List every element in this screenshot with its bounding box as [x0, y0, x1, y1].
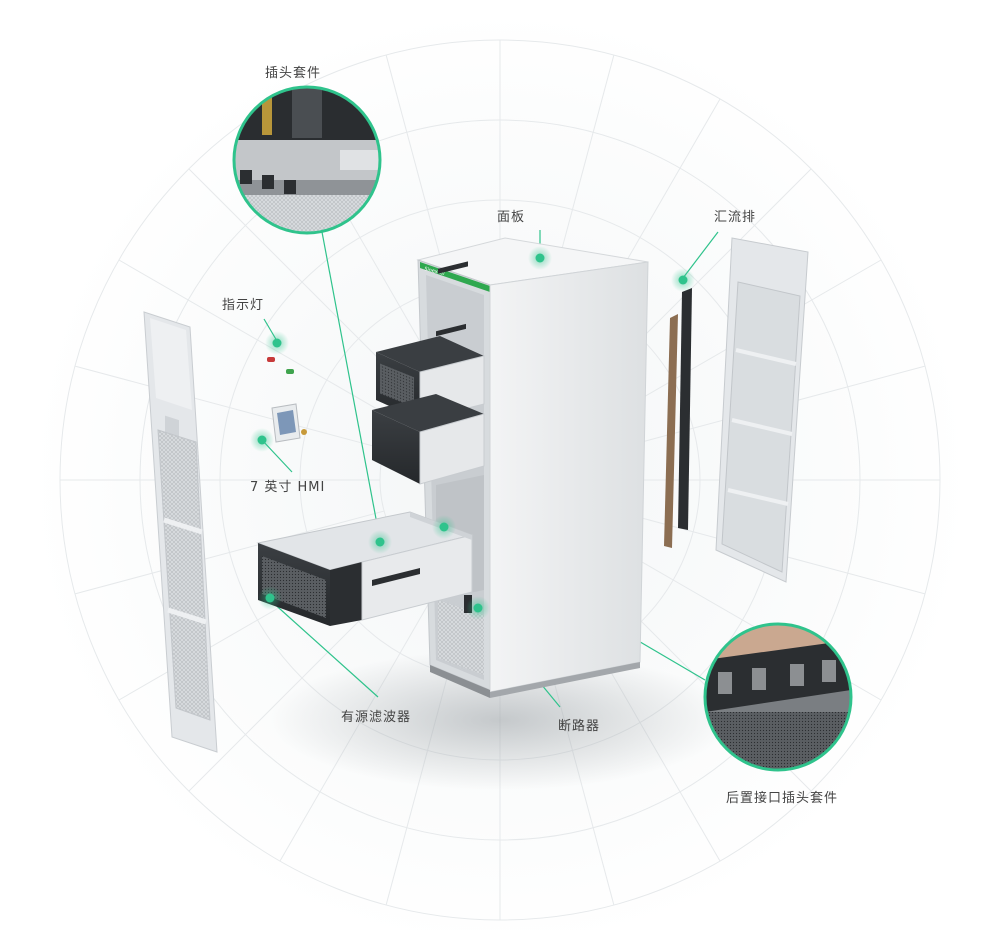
hotspot-panel — [528, 246, 552, 270]
label-breaker: 断路器 — [558, 719, 601, 734]
hotspot-indicator — [265, 331, 289, 355]
grid-ray — [74, 365, 385, 450]
hotspot-rear-plug — [432, 515, 456, 539]
copper-busbars — [664, 288, 692, 548]
grid-ray — [118, 259, 397, 421]
hotspot-busbar — [671, 268, 695, 292]
hotspot-apf — [258, 586, 282, 610]
zoom-bubble-plug-kit — [232, 85, 382, 235]
indicator-lights — [267, 357, 294, 374]
hotspot-hmi — [250, 428, 274, 452]
label-plug-kit: 插头套件 — [265, 66, 322, 81]
label-apf: 有源滤波器 — [341, 710, 412, 725]
hotspot-plug-kit — [368, 530, 392, 554]
label-panel: 面板 — [497, 210, 526, 225]
rear-panel — [715, 237, 809, 583]
hotspot-dots — [250, 246, 695, 620]
floor-shadow — [270, 650, 730, 790]
front-door-panel — [143, 311, 218, 753]
grid-ray — [74, 510, 385, 595]
svg-text:Sinexcel: Sinexcel — [424, 266, 446, 277]
active-power-filter-module — [256, 511, 474, 626]
label-rear-plug-kit: 后置接口插头套件 — [726, 791, 839, 806]
label-indicator: 指示灯 — [222, 298, 265, 313]
label-hmi: 7 英寸 HMI — [250, 480, 326, 495]
zoom-bubble-rear-plug-kit — [703, 622, 853, 772]
power-module-middle — [372, 323, 485, 485]
hotspot-breaker — [466, 596, 490, 620]
hmi-screen — [271, 403, 307, 443]
label-busbar: 汇流排 — [714, 210, 757, 225]
